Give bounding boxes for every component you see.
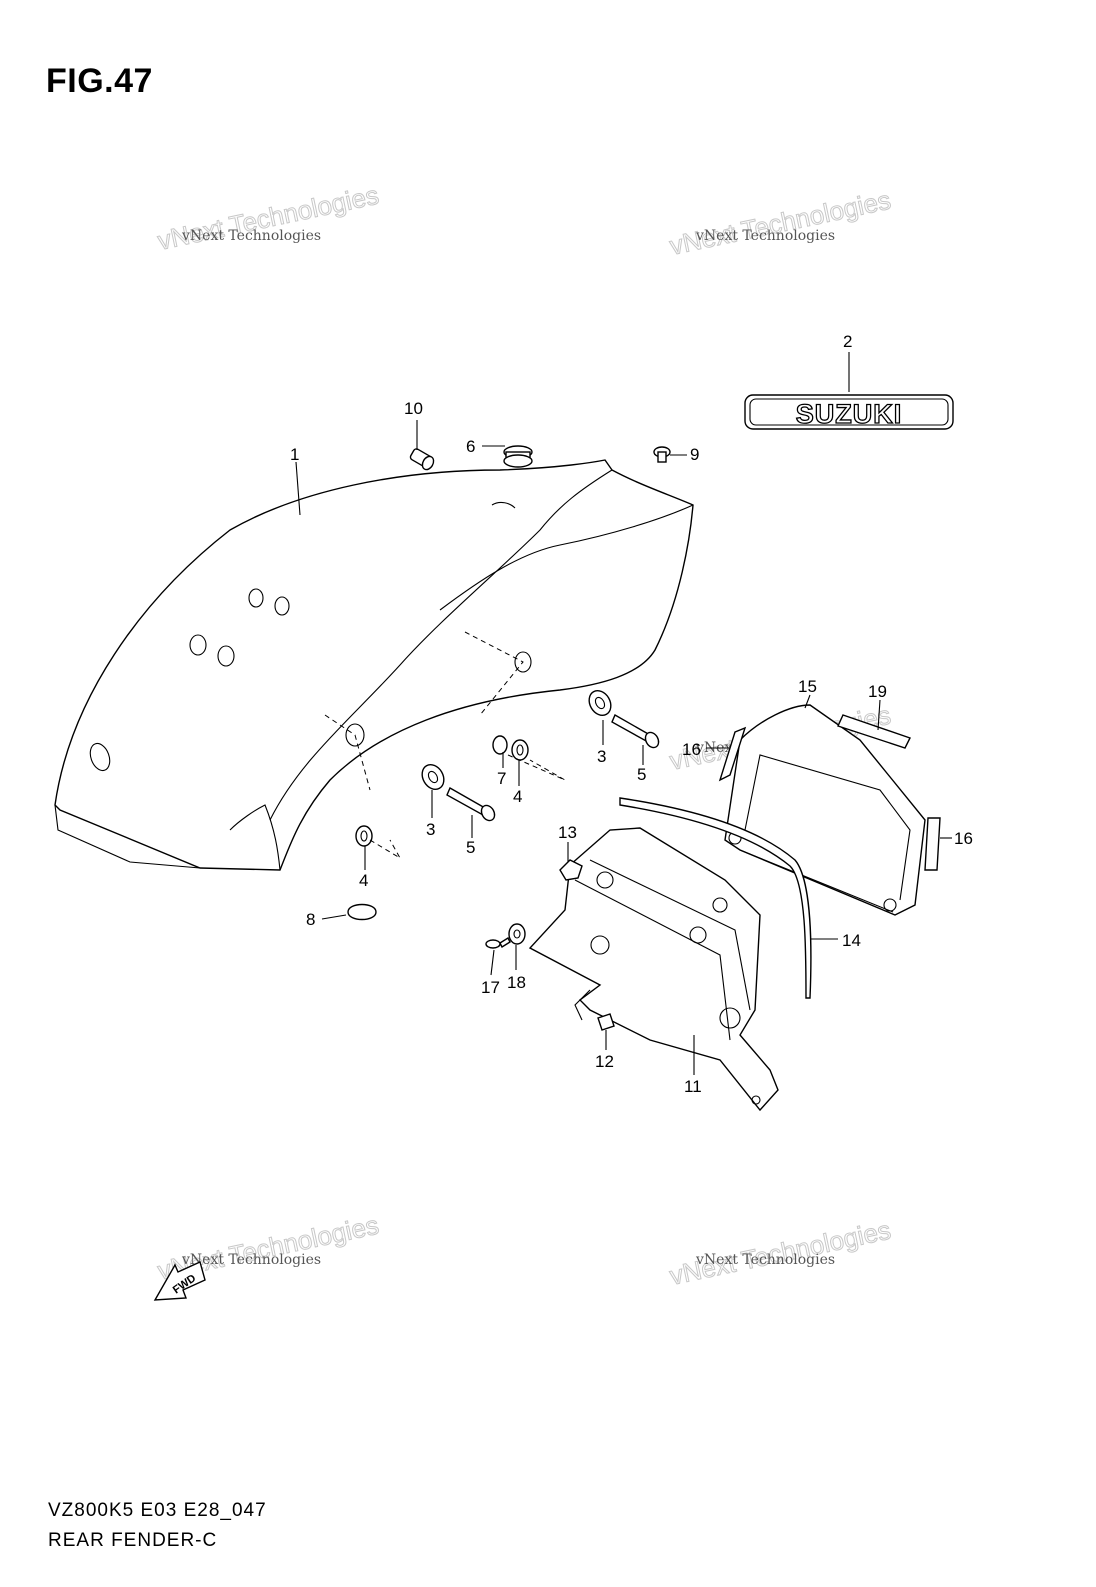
section-name: REAR FENDER-C xyxy=(48,1530,218,1551)
callout-4-upper: 4 xyxy=(513,787,522,806)
screw-part-9 xyxy=(653,446,671,463)
collar-part-3-upper xyxy=(588,689,612,717)
bolt-part-5-lower xyxy=(446,787,496,822)
watermark-small-text: vNext Technologies xyxy=(695,1252,835,1268)
screw-part-17 xyxy=(485,936,511,949)
callout-18: 18 xyxy=(507,973,526,992)
callout-13: 13 xyxy=(558,823,577,842)
watermark-bottom-right: vNext Technologies vNext Technologies xyxy=(667,1214,894,1291)
bolt-part-12 xyxy=(597,1013,615,1031)
callout-2: 2 xyxy=(843,332,852,351)
washer-part-4-lower xyxy=(355,825,373,847)
callout-15: 15 xyxy=(798,677,817,696)
callout-8: 8 xyxy=(306,910,315,929)
nut-part-10 xyxy=(409,448,435,471)
callout-10: 10 xyxy=(404,399,423,418)
emblem-text: SUZUKI xyxy=(796,399,903,429)
callout-1: 1 xyxy=(290,445,299,464)
model-code: VZ800K5 E03 E28_047 xyxy=(48,1500,267,1521)
watermark-large-text: vNext Technologies xyxy=(155,180,381,256)
callout-16-left: 16 xyxy=(682,740,701,759)
reflector-part-16-right xyxy=(924,817,941,871)
fwd-arrow-icon: FWD xyxy=(153,1261,206,1301)
callout-3-lower: 3 xyxy=(426,820,435,839)
reflector-part-16-left xyxy=(718,726,747,782)
figure-title: FIG.47 xyxy=(46,62,153,100)
watermark-small-text: vNext Technologies xyxy=(181,1252,321,1268)
bolt-part-5-upper xyxy=(611,714,660,749)
collar-part-3-lower xyxy=(421,763,445,791)
leader-lines xyxy=(295,352,952,1075)
callout-14: 14 xyxy=(842,931,861,950)
callout-11: 11 xyxy=(684,1077,702,1096)
trim-strip-part-14 xyxy=(619,797,812,999)
callout-12: 12 xyxy=(595,1052,614,1071)
callout-16-right: 16 xyxy=(954,829,973,848)
grommet-part-6 xyxy=(503,445,533,468)
callout-6: 6 xyxy=(466,437,475,456)
callout-5-lower: 5 xyxy=(466,838,475,857)
sticker-part-19 xyxy=(837,714,911,749)
callout-19: 19 xyxy=(868,682,887,701)
callout-17: 17 xyxy=(481,978,500,997)
license-bracket-part-11 xyxy=(528,827,779,1112)
watermark-small-text: vNext Technologies xyxy=(181,228,321,244)
lamp-housing-part-15 xyxy=(724,704,926,916)
watermark-top-left: vNext Technologies vNext Technologies xyxy=(155,179,382,256)
dashed-guide xyxy=(369,839,402,860)
watermark-small-text: vNext Technologies xyxy=(695,228,835,244)
nut-part-7 xyxy=(492,735,508,755)
watermark-large-text: vNext Technologies xyxy=(667,185,893,261)
washer-part-18 xyxy=(508,923,526,945)
callout-4-lower: 4 xyxy=(359,871,368,890)
callout-7: 7 xyxy=(497,769,506,788)
cap-part-8 xyxy=(347,903,377,921)
callout-3-upper: 3 xyxy=(597,747,606,766)
callout-9: 9 xyxy=(690,445,699,464)
dashed-guide xyxy=(507,754,566,781)
suzuki-emblem: SUZUKI xyxy=(744,394,954,430)
washer-part-4-upper xyxy=(511,739,529,761)
rear-fender xyxy=(54,459,694,871)
callout-5-upper: 5 xyxy=(637,765,646,784)
watermark-top-right: vNext Technologies vNext Technologies xyxy=(667,184,894,261)
callout-labels: 1 2 3 3 4 4 5 5 6 7 8 9 10 11 12 13 14 1… xyxy=(290,332,973,1096)
